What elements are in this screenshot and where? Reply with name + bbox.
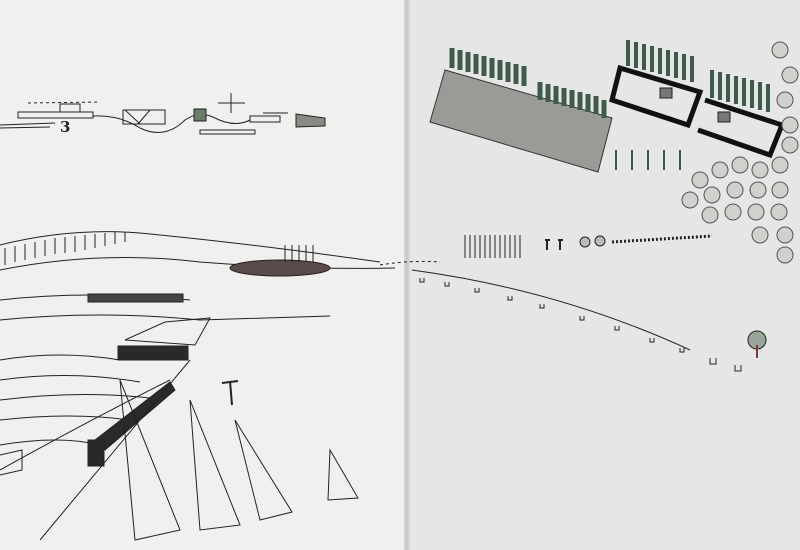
tree-pattern (681, 41, 799, 264)
dashed-connector (379, 260, 441, 266)
left-page (0, 0, 406, 550)
grey-slab-sketch (429, 48, 613, 173)
section-sketch (0, 93, 326, 135)
courtyard-plan-sketch (609, 40, 786, 170)
landscape-sketch (0, 231, 396, 541)
book-gutter (404, 0, 410, 550)
section-number: 3 (60, 118, 71, 136)
middle-row-sketch (411, 234, 767, 372)
